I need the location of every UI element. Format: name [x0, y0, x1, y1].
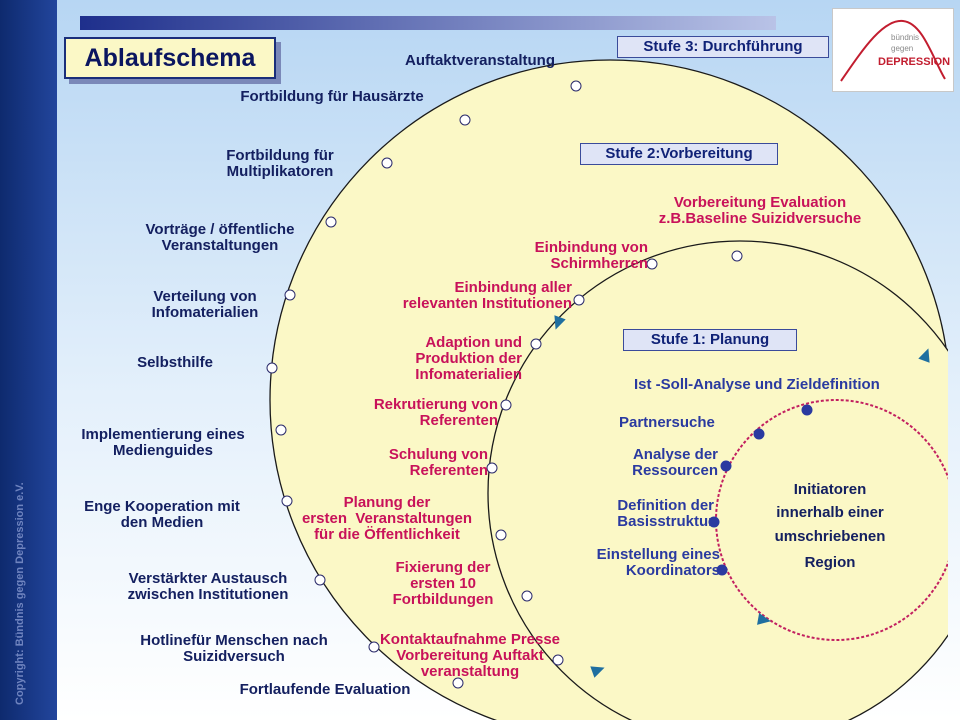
- middle-marker: [573, 294, 585, 306]
- outer-marker: [368, 641, 380, 653]
- inner-marker: [753, 428, 765, 440]
- core-line: Initiatoren: [793, 481, 867, 498]
- title-box: Ablaufschema: [64, 37, 276, 79]
- logo-swoosh-icon: [840, 19, 946, 82]
- middle-item: Schulung von Referenten: [388, 446, 488, 479]
- page-title: Ablaufschema: [84, 44, 256, 72]
- logo-line1: bündnis: [891, 33, 920, 42]
- outer-marker: [284, 289, 296, 301]
- outer-item: Vorträge / öffentliche Veranstaltungen: [145, 221, 295, 254]
- middle-marker: [486, 462, 498, 474]
- outer-marker: [459, 114, 471, 126]
- middle-marker: [495, 529, 507, 541]
- middle-item: Einbindung aller relevanten Institutione…: [402, 279, 572, 312]
- middle-item: Einbindung von Schirmherren: [534, 239, 648, 272]
- inner-marker: [708, 516, 720, 528]
- outer-marker: [281, 495, 293, 507]
- middle-marker: [521, 590, 533, 602]
- core-line: umschriebenen: [774, 528, 886, 545]
- outer-ring-markers: [266, 80, 582, 689]
- outer-item: Auftaktveranstaltung: [404, 52, 556, 69]
- middle-item: Kontaktaufnahme Presse Vorbereitung Auft…: [379, 631, 561, 680]
- outer-marker: [275, 424, 287, 436]
- outer-marker: [325, 216, 337, 228]
- outer-item: Implementierung eines Medienguides: [81, 426, 245, 459]
- middle-item: Rekrutierung von Referenten: [373, 396, 498, 429]
- stage2-label: Stufe 2:Vorbereitung: [580, 143, 778, 165]
- outer-item: Selbsthilfe: [137, 354, 213, 371]
- inner-item: Analyse der Ressourcen: [632, 446, 718, 479]
- outer-marker: [381, 157, 393, 169]
- inner-item: Ist -Soll-Analyse und Zieldefinition: [634, 376, 880, 393]
- outer-item: Fortbildung für Multiplikatoren: [226, 147, 334, 180]
- core-line: Region: [804, 554, 856, 571]
- left-sidebar-band: [0, 0, 57, 720]
- outer-marker: [314, 574, 326, 586]
- middle-item: Adaption und Produktion der Infomaterial…: [415, 334, 522, 383]
- inner-marker: [716, 564, 728, 576]
- outer-item: Fortlaufende Evaluation: [239, 681, 411, 698]
- inner-item: Einstellung eines Koordinators: [596, 546, 720, 579]
- inner-marker: [801, 404, 813, 416]
- outer-marker: [452, 677, 464, 689]
- flow-arrows: [554, 315, 930, 678]
- outer-marker: [570, 80, 582, 92]
- middle-ring-markers: [486, 250, 743, 666]
- middle-marker: [500, 399, 512, 411]
- middle-marker: [530, 338, 542, 350]
- outer-marker: [266, 362, 278, 374]
- inner-marker: [720, 460, 732, 472]
- logo: bündnis gegen DEPRESSION: [832, 8, 954, 92]
- middle-item: Vorbereitung Evaluation z.B.Baseline Sui…: [658, 194, 862, 227]
- middle-marker: [731, 250, 743, 262]
- stage3-label: Stufe 3: Durchführung: [617, 36, 829, 58]
- stage1-label: Stufe 1: Planung: [623, 329, 797, 351]
- outer-item: Enge Kooperation mit den Medien: [84, 498, 240, 531]
- flow-arrow-icon: [554, 315, 566, 330]
- logo-line2: gegen: [891, 44, 914, 53]
- inner-item: Definition der Basisstruktur: [617, 497, 714, 530]
- inner-item: Partnersuche: [619, 414, 715, 431]
- outer-item: Verteilung von Infomaterialien: [151, 288, 259, 321]
- outer-item: Hotlinefür Menschen nach Suizidversuch: [140, 632, 328, 665]
- outer-item: Fortbildung für Hausärzte: [240, 88, 424, 105]
- middle-item: Planung der ersten Veranstaltungen für d…: [301, 494, 473, 543]
- core-line: innerhalb einer: [776, 504, 884, 521]
- logo-main: DEPRESSION: [878, 56, 951, 68]
- outer-item: Verstärkter Austausch zwischen Instituti…: [127, 570, 289, 603]
- top-decorative-bar: [80, 16, 776, 30]
- flow-arrow-icon: [918, 348, 930, 363]
- middle-marker: [646, 258, 658, 270]
- flow-arrow-icon: [590, 666, 605, 678]
- inner-ring-markers: [708, 404, 813, 576]
- flow-arrow-icon: [757, 613, 771, 625]
- middle-marker: [552, 654, 564, 666]
- middle-item: Fixierung der ersten 10 Fortbildungen: [392, 559, 494, 608]
